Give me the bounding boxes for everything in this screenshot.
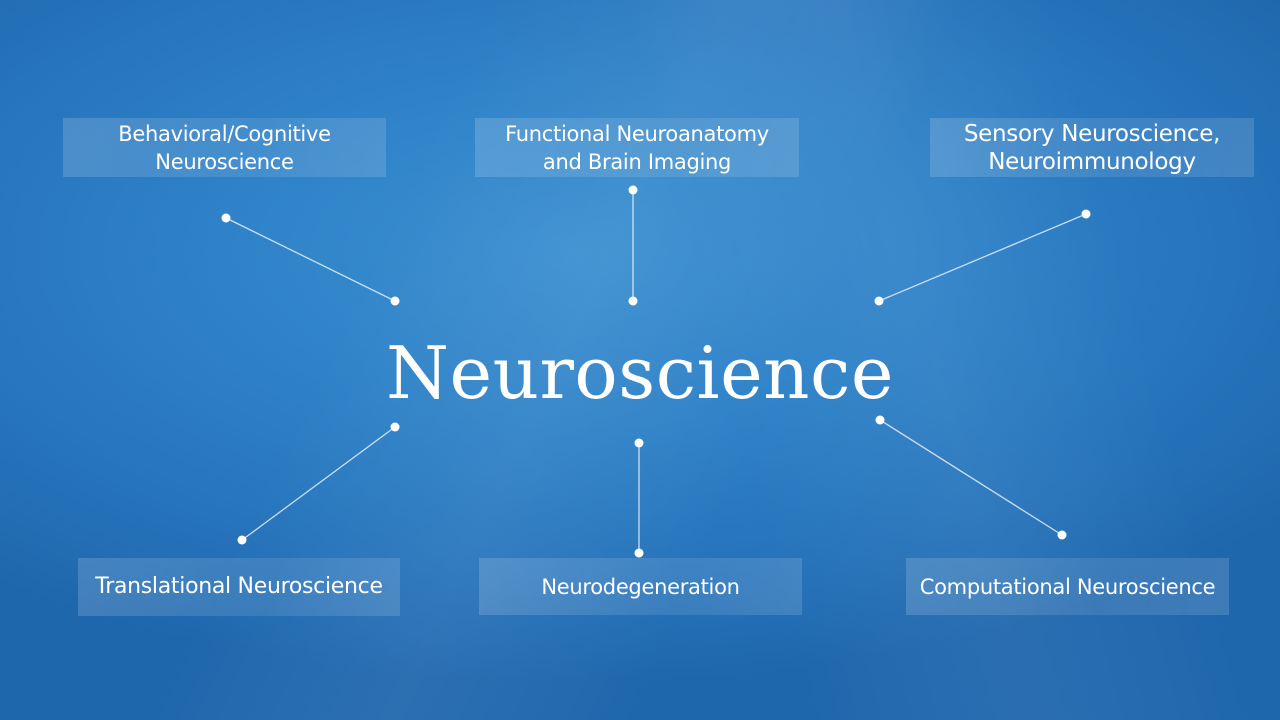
- topic-sensory-neuroimmunology: Sensory Neuroscience, Neuroimmunology: [930, 118, 1254, 177]
- topic-computational: Computational Neuroscience: [906, 558, 1229, 615]
- topic-line: Neurodegeneration: [541, 574, 740, 599]
- connector-dot: [1081, 209, 1091, 219]
- topic-functional-neuroanatomy: Functional Neuroanatomy and Brain Imagin…: [475, 118, 799, 177]
- central-title: Neuroscience: [386, 331, 894, 415]
- connector-dot: [237, 535, 247, 545]
- connector-dot: [875, 415, 885, 425]
- connector-dot: [1057, 530, 1067, 540]
- topic-line: and Brain Imaging: [542, 149, 732, 174]
- connector-line: [225, 217, 396, 302]
- topic-line: Neuroscience: [155, 149, 294, 174]
- connector-line: [241, 426, 396, 541]
- topic-line: Functional Neuroanatomy: [505, 121, 769, 146]
- topic-line: Neuroimmunology: [988, 148, 1196, 175]
- connector-line: [879, 419, 1063, 536]
- connector-dot: [634, 548, 644, 558]
- topic-behavioral-cognitive: Behavioral/Cognitive Neuroscience: [63, 118, 386, 177]
- connector-dot: [390, 296, 400, 306]
- connector-line: [878, 213, 1087, 302]
- topic-translational: Translational Neuroscience: [78, 558, 400, 616]
- connector-dot: [221, 213, 231, 223]
- topic-neurodegeneration: Neurodegeneration: [479, 558, 802, 615]
- topic-line: Behavioral/Cognitive: [118, 121, 331, 146]
- connector-dot: [874, 296, 884, 306]
- topic-line: Computational Neuroscience: [919, 574, 1216, 599]
- topic-line: Translational Neuroscience: [95, 574, 383, 599]
- connector-dot: [634, 438, 644, 448]
- connector-dot: [390, 422, 400, 432]
- connector-dot: [628, 185, 638, 195]
- topic-line: Sensory Neuroscience,: [963, 120, 1221, 147]
- connector-dot: [628, 296, 638, 306]
